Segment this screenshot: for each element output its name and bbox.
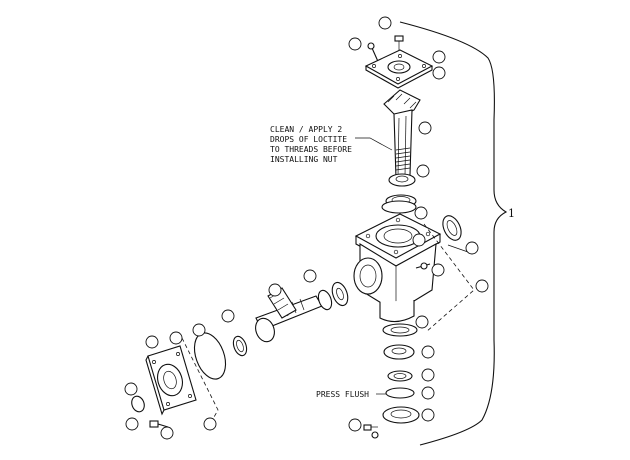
assembly-bracket	[399, 21, 508, 446]
cover-bolt	[367, 42, 381, 67]
o-ring-gasket	[193, 332, 227, 380]
seal-leader	[447, 244, 469, 253]
lower-stack	[382, 323, 420, 424]
cover-bolt-lower	[149, 420, 169, 428]
drain-plug	[363, 424, 379, 439]
side-gasket	[442, 215, 462, 241]
note-line-2: DROPS OF LOCTITE	[270, 135, 347, 144]
side-cover-plate	[145, 345, 197, 416]
output-shaft	[255, 287, 323, 343]
gearbox-housing	[353, 213, 442, 323]
callouts	[124, 16, 489, 440]
shaft-bearings	[317, 281, 349, 311]
upper-bearing	[381, 200, 417, 214]
assembly-ref-number: 1	[508, 207, 515, 220]
note-line-3: TO THREADS BEFORE	[270, 145, 352, 154]
press-flush-note: PRESS FLUSH	[316, 390, 369, 399]
top-cover-plate	[364, 49, 434, 89]
pinion-gear-shaft	[383, 89, 421, 179]
washer	[131, 395, 145, 413]
loctite-note: CLEAN / APPLY 2 DROPS OF LOCTITE TO THRE…	[270, 125, 393, 164]
oil-seal-ring	[232, 335, 248, 357]
note-line-4: INSTALLING NUT	[270, 155, 338, 164]
note-line-1: CLEAN / APPLY 2	[270, 125, 342, 134]
top-screw	[394, 35, 404, 50]
